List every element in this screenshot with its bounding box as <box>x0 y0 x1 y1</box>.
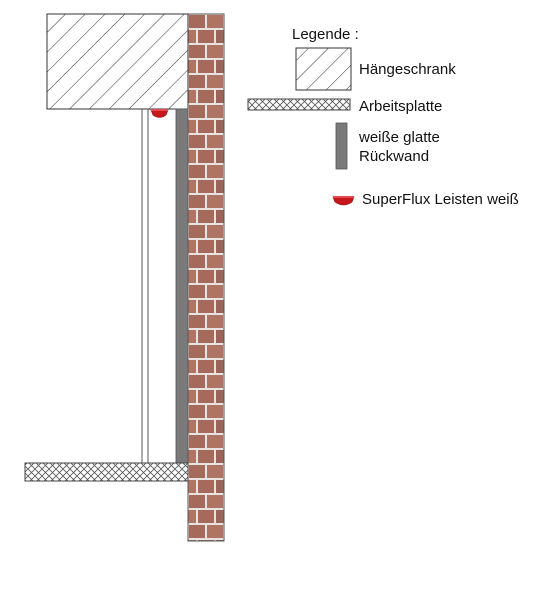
legend-label-worktop: Arbeitsplatte <box>359 98 443 115</box>
legend-label-back-wall-line1: weiße glatte <box>359 129 440 146</box>
legend-label-wall-cabinet: Hängeschrank <box>359 61 456 78</box>
legend-label-led-strip: SuperFlux Leisten weiß <box>362 191 519 208</box>
worktop <box>24 462 189 482</box>
grey-panel-swatch-icon <box>335 122 348 170</box>
diagonal-hatch-swatch-icon <box>295 47 352 91</box>
wall-cabinet <box>46 13 189 110</box>
brick-wall <box>187 13 225 542</box>
crosshatch-swatch-icon <box>247 98 351 111</box>
red-led-strip-icon <box>150 109 169 118</box>
legend-label-back-wall: weiße glatte Rückwand <box>359 128 440 166</box>
grey-back-wall-panel <box>175 108 189 464</box>
red-led-strip-icon <box>332 196 355 206</box>
legend-label-back-wall-line2: Rückwand <box>359 148 430 165</box>
legend-title: Legende : <box>292 26 359 43</box>
